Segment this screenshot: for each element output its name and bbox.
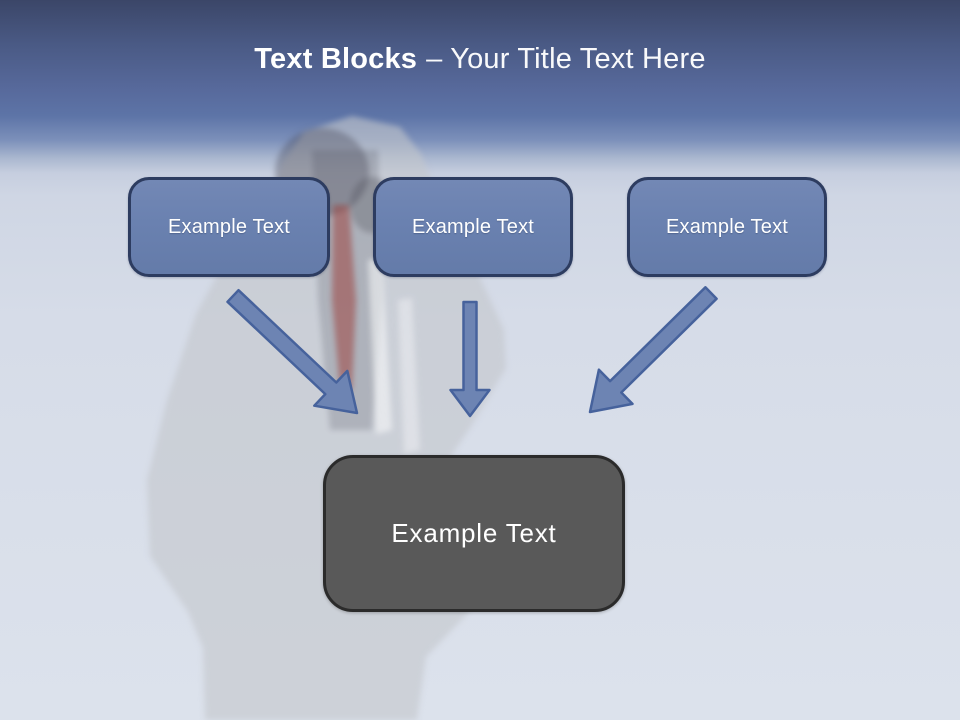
arrow-down-icon (449, 300, 491, 418)
person-shirt-highlight-2 (398, 298, 420, 454)
text-block-3-label: Example Text (665, 215, 789, 238)
page-title[interactable]: Text Blocks– Your Title Text Here (254, 43, 705, 76)
slide-header: Text Blocks– Your Title Text Here (0, 0, 960, 118)
result-block[interactable]: Example Text (323, 455, 625, 612)
text-block-2-label: Example Text (411, 215, 535, 238)
title-topic: Text Blocks (254, 42, 418, 75)
text-block-1-label: Example Text (167, 215, 291, 238)
arrow-down-left-icon (588, 286, 718, 414)
person-shirt-highlight (368, 258, 392, 434)
result-block-label: Example Text (391, 518, 557, 548)
text-block-1[interactable]: Example Text (128, 177, 330, 277)
text-block-3[interactable]: Example Text (627, 177, 827, 277)
person-tie-red (332, 205, 356, 390)
arrow-down-right-icon (226, 288, 359, 415)
title-subtitle: – Your Title Text Here (426, 42, 706, 75)
text-block-2[interactable]: Example Text (373, 177, 573, 277)
